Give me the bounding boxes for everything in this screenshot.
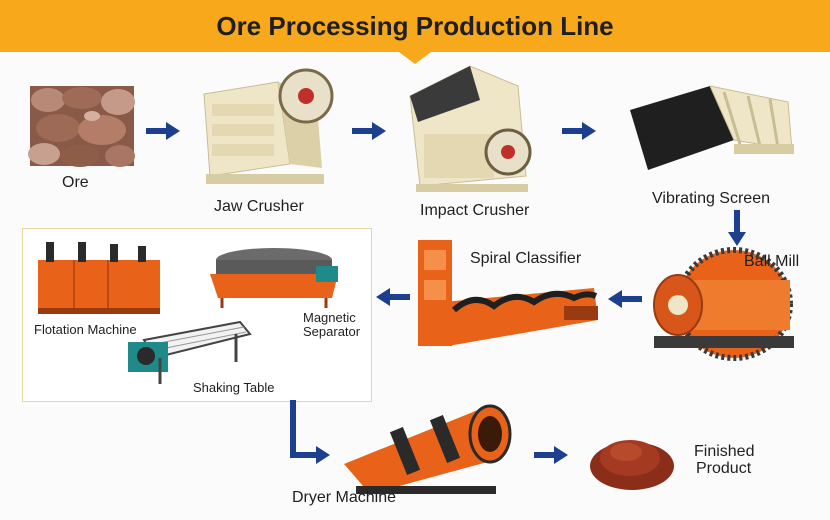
arrow-ore-to-jaw: [146, 122, 180, 140]
magnetic-separator-image: [210, 248, 338, 308]
ore-label: Ore: [62, 174, 89, 191]
magnetic-separator-label-line2: Separator: [303, 324, 361, 339]
dryer-machine-label: Dryer Machine: [292, 489, 397, 506]
page-title: Ore Processing Production Line: [216, 11, 614, 41]
ball-mill-label: Ball Mill: [744, 253, 800, 270]
arrow-impact-to-screen: [562, 122, 596, 140]
magnetic-separator-label-line1: Magnetic: [303, 310, 356, 325]
title-banner-notch: [399, 52, 431, 64]
title-banner: [0, 0, 830, 52]
arrow-screen-to-ballmill: [728, 210, 746, 246]
dryer-machine-image: [344, 404, 512, 494]
arrow-separation-to-dryer: [290, 400, 330, 464]
shaking-table-label: Shaking Table: [193, 380, 275, 395]
finished-product-label-line2: Product: [696, 460, 752, 477]
shaking-table-image: [128, 320, 252, 384]
jaw-crusher-image: [203, 68, 334, 184]
flotation-machine-label: Flotation Machine: [34, 322, 137, 337]
finished-product-label-line1: Finished: [694, 443, 755, 460]
vibrating-screen-label: Vibrating Screen: [652, 190, 770, 207]
arrow-ballmill-to-spiral: [608, 290, 642, 308]
flotation-machine-image: [38, 242, 160, 314]
vibrating-screen-image: [630, 85, 794, 170]
jaw-crusher-label: Jaw Crusher: [214, 198, 304, 215]
spiral-classifier-image: [418, 240, 598, 346]
impact-crusher-image: [409, 65, 532, 192]
finished-product-image: [582, 420, 682, 496]
ball-mill-image: [653, 247, 794, 361]
impact-crusher-label: Impact Crusher: [420, 202, 530, 219]
arrow-spiral-to-separation: [376, 288, 410, 306]
arrow-dryer-to-product: [534, 446, 568, 464]
ore-image: [28, 86, 135, 167]
spiral-classifier-label: Spiral Classifier: [470, 250, 582, 267]
arrow-jaw-to-impact: [352, 122, 386, 140]
